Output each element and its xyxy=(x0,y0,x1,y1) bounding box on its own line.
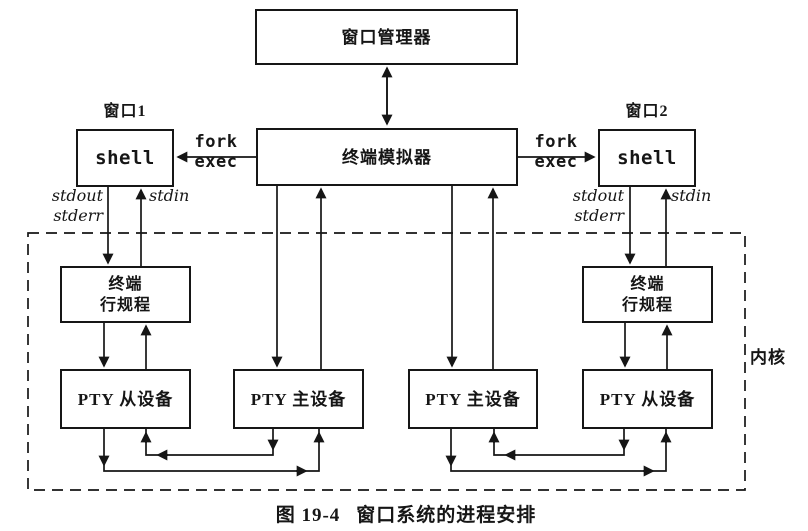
shell2-label: shell xyxy=(617,147,677,169)
ld1-label-line2: 行规程 xyxy=(99,296,151,314)
ld1-label-line1: 终端 xyxy=(108,275,143,293)
loop-master1-to-slave1 xyxy=(140,428,279,461)
pty-slave2-label: PTY 从设备 xyxy=(599,389,696,409)
figure-caption-number: 图 19-4 xyxy=(275,505,341,526)
node-pty-master-right: PTY 主设备 xyxy=(408,369,538,429)
stdout-stderr-label-right: stdout stderr xyxy=(557,186,624,226)
exec-label-left: exec xyxy=(194,152,238,172)
node-line-discipline-left: 终端 行规程 xyxy=(60,266,191,323)
kernel-label: 内核 xyxy=(750,348,786,367)
node-shell-window2: shell xyxy=(598,129,696,187)
loop-slave2-to-master2 xyxy=(488,428,630,461)
window-manager-label: 窗口管理器 xyxy=(341,27,432,47)
node-terminal-emulator: 终端模拟器 xyxy=(256,128,518,186)
fork-exec-label-right: fork exec xyxy=(531,132,581,172)
terminal-emulator-label: 终端模拟器 xyxy=(342,147,432,167)
window1-label: 窗口1 xyxy=(103,103,147,120)
shell1-label: shell xyxy=(95,147,155,169)
ld2-label-line2: 行规程 xyxy=(621,296,673,314)
stdout-stderr-label-left: stdout stderr xyxy=(36,186,103,226)
pty-master2-label: PTY 主设备 xyxy=(425,389,521,409)
ld2-label-line1: 终端 xyxy=(630,275,665,293)
node-pty-slave-left: PTY 从设备 xyxy=(60,369,191,429)
stdin-label-right: stdin xyxy=(671,186,712,205)
pty-slave1-label: PTY 从设备 xyxy=(77,389,174,409)
loop-master2-to-slave2 xyxy=(445,428,672,477)
pty-master1-label: PTY 主设备 xyxy=(250,389,347,409)
stderr-label-right: stderr xyxy=(574,206,624,225)
window2-label: 窗口2 xyxy=(625,103,669,120)
stdout-label-right: stdout xyxy=(572,186,624,205)
node-shell-window1: shell xyxy=(76,129,174,187)
stdout-label-left: stdout xyxy=(51,186,103,205)
node-window-manager: 窗口管理器 xyxy=(255,9,518,65)
loop-slave1-to-master1 xyxy=(98,428,325,477)
figure-caption-title: 窗口系统的进程安排 xyxy=(356,505,537,526)
node-pty-slave-right: PTY 从设备 xyxy=(582,369,713,429)
node-pty-master-left: PTY 主设备 xyxy=(233,369,364,429)
fork-exec-label-left: fork exec xyxy=(191,132,241,172)
figure-caption: 图 19-4 窗口系统的进程安排 xyxy=(226,500,586,527)
stdin-label-left: stdin xyxy=(149,186,190,205)
fork-label-right: fork xyxy=(534,132,578,152)
node-line-discipline-right: 终端 行规程 xyxy=(582,266,713,323)
fork-label-left: fork xyxy=(194,132,238,152)
stderr-label-left: stderr xyxy=(53,206,103,225)
exec-label-right: exec xyxy=(534,152,578,172)
